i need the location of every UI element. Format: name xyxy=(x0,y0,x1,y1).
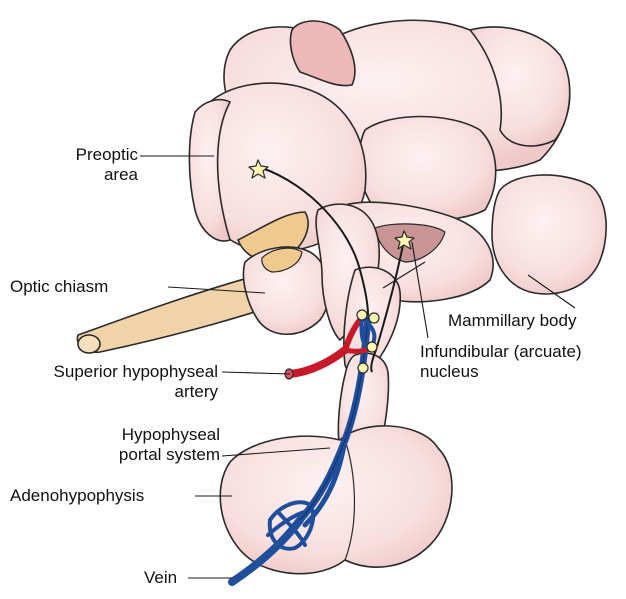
label-preoptic-area: Preoptic area xyxy=(40,145,138,185)
neuron-terminal-icon xyxy=(367,342,377,352)
neuron-terminal-icon xyxy=(369,313,379,323)
superior-hypophyseal-artery xyxy=(290,350,345,374)
label-hypophyseal-portal-system: Hypophyseal portal system xyxy=(30,425,220,465)
label-superior-hypophyseal-artery: Superior hypophyseal artery xyxy=(8,362,218,402)
neuron-terminal-icon xyxy=(358,363,368,373)
label-mammillary-body: Mammillary body xyxy=(448,311,576,331)
adenohypophysis xyxy=(220,426,452,574)
label-infundibular-nucleus: Infundibular (arcuate) nucleus xyxy=(420,342,582,382)
label-vein: Vein xyxy=(144,568,177,588)
neuron-terminal-icon xyxy=(357,310,367,320)
leader-artery xyxy=(222,372,290,374)
label-optic-chiasm: Optic chiasm xyxy=(10,277,108,297)
label-adenohypophysis: Adenohypophysis xyxy=(10,486,144,506)
optic-nerve-cut-end xyxy=(78,335,100,353)
mammillary-body xyxy=(492,175,606,294)
